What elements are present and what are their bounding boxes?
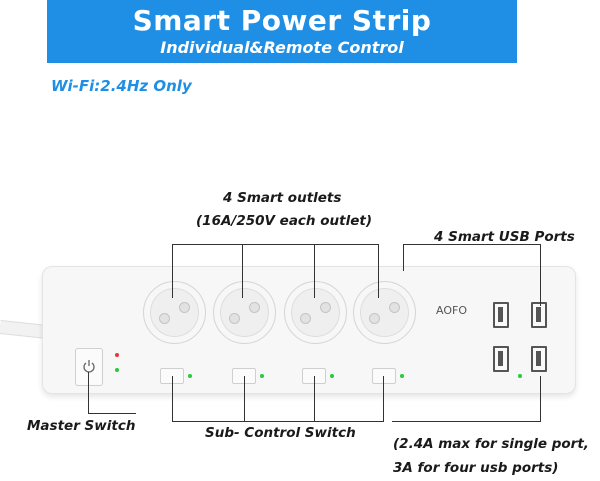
usb-spec-callout-down	[540, 376, 541, 422]
sub-callout-bar	[172, 421, 384, 422]
brand-logo: AOFO	[436, 305, 467, 317]
sub-control-label: Sub- Control Switch	[205, 425, 356, 441]
sub-switch-2-led	[260, 374, 264, 378]
outlet-callout-4	[378, 244, 379, 298]
outlet-4	[353, 281, 416, 344]
sub-callout-4	[383, 376, 384, 422]
master-switch-button[interactable]	[75, 348, 103, 386]
master-switch-label: Master Switch	[27, 418, 136, 434]
usb-spec-line2: 3A for four usb ports)	[393, 460, 559, 476]
master-callout-across	[88, 413, 136, 414]
header-banner: Smart Power Strip Individual&Remote Cont…	[47, 0, 517, 63]
usb-callout-right	[540, 244, 541, 306]
banner-title: Smart Power Strip	[132, 4, 432, 37]
outlet-callout-bar	[172, 244, 379, 245]
sub-switch-4[interactable]	[372, 368, 396, 384]
sub-switch-4-led	[400, 374, 404, 378]
sub-switch-1-led	[188, 374, 192, 378]
outlets-title-label: 4 Smart outlets	[223, 190, 342, 206]
usb-led	[518, 374, 522, 378]
outlet-callout-2	[242, 244, 243, 298]
outlet-2	[213, 281, 276, 344]
sub-callout-2	[244, 376, 245, 422]
power-cord	[0, 320, 47, 339]
sub-callout-1	[172, 376, 173, 422]
outlet-callout-3	[314, 244, 315, 298]
outlets-spec-label: (16A/250V each outlet)	[196, 213, 372, 229]
wifi-note: Wi-Fi:2.4Hz Only	[51, 77, 192, 95]
status-led-green	[115, 368, 119, 372]
status-led-red	[115, 353, 119, 357]
usb-callout-left	[403, 244, 404, 271]
usb-port-1[interactable]	[493, 302, 509, 328]
usb-port-3[interactable]	[493, 346, 509, 372]
sub-switch-3-led	[330, 374, 334, 378]
outlet-1	[143, 281, 206, 344]
usb-spec-callout-bar	[392, 421, 541, 422]
banner-subtitle: Individual&Remote Control	[160, 38, 404, 57]
usb-callout-bar	[403, 244, 541, 245]
power-icon	[83, 360, 95, 373]
usb-port-2[interactable]	[531, 302, 547, 328]
usb-port-block	[487, 300, 553, 376]
master-callout-down	[88, 372, 89, 414]
sub-callout-3	[314, 376, 315, 422]
usb-port-4[interactable]	[531, 346, 547, 372]
usb-ports-label: 4 Smart USB Ports	[434, 229, 575, 245]
outlet-callout-1	[172, 244, 173, 298]
outlet-3	[284, 281, 347, 344]
usb-spec-line1: (2.4A max for single port,	[393, 436, 589, 452]
